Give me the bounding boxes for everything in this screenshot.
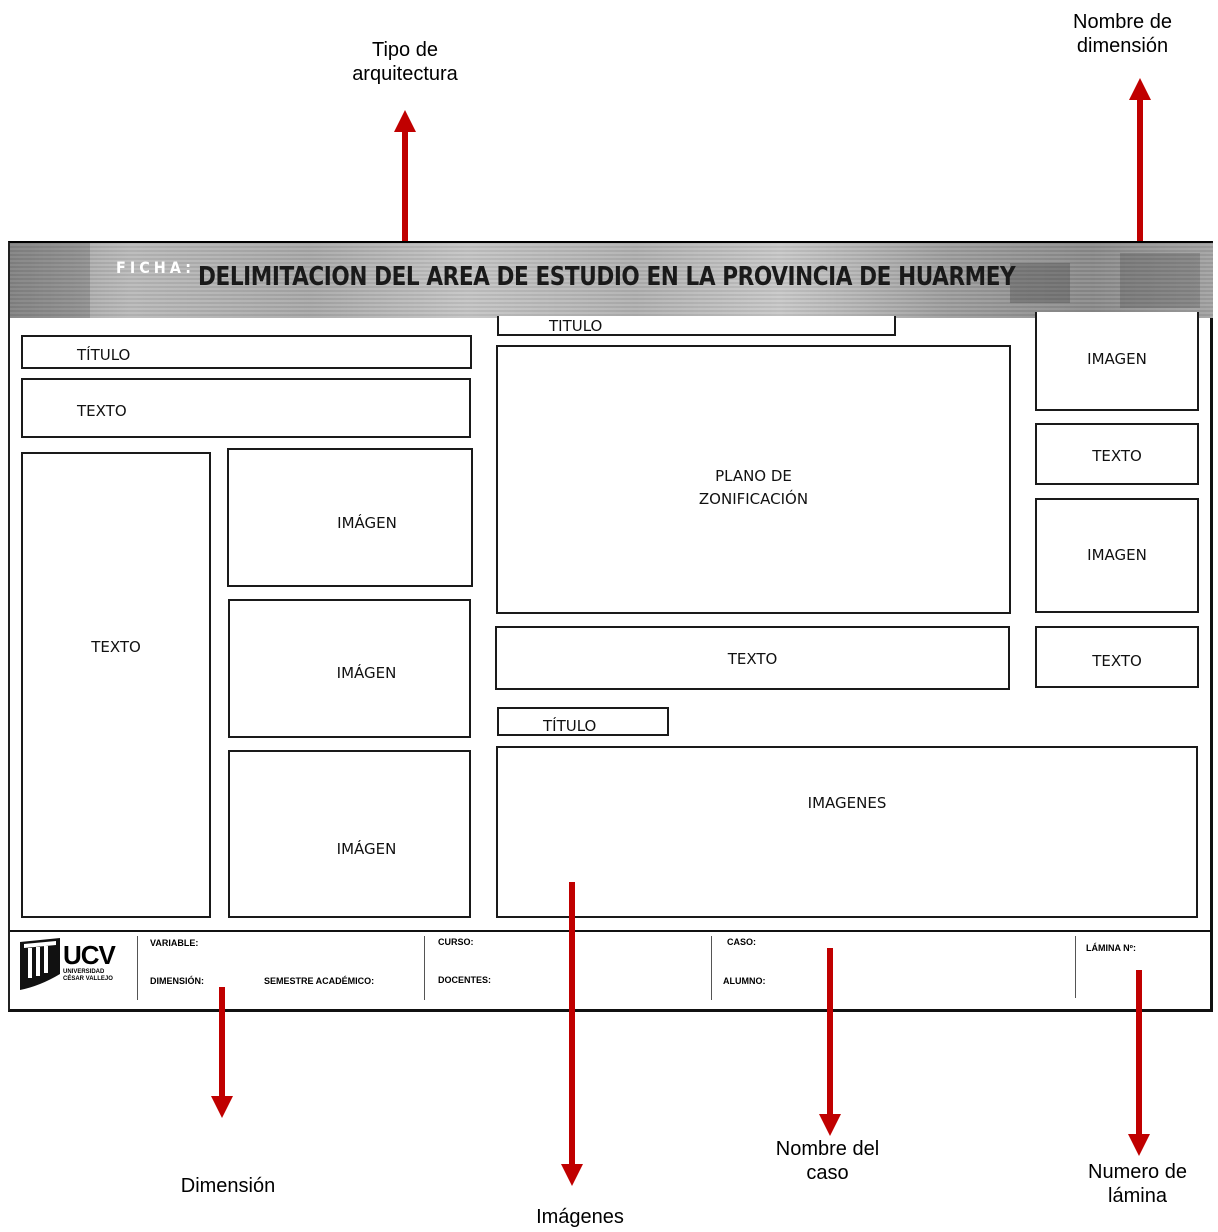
ficha-banner [10,243,1213,318]
ucv-logo-subtitle-1: UNIVERSIDAD [63,969,105,975]
arrow-head-nombre-caso [819,1114,841,1136]
footer-semestre-label: SEMESTRE ACADÉMICO: [264,976,375,986]
plan-box: PLANO DE ZONIFICACIÓN [496,345,1011,614]
banner-photo-detail [1120,253,1200,308]
image-box-1: IMÁGEN [227,448,473,587]
arrow-head-nombre-dimension [1129,78,1151,100]
footer-dimension-label: DIMENSIÓN: [150,976,204,986]
plan-label-line1: PLANO DE [715,467,792,485]
banner-title: DELIMITACION DEL AREA DE ESTUDIO EN LA P… [198,262,1016,292]
footer-divider [1075,936,1076,998]
arrow-numero-lamina [1136,970,1142,1135]
footer-divider [137,936,138,1000]
arrow-head-tipo-arquitectura [394,110,416,132]
arrow-head-numero-lamina [1128,1134,1150,1156]
right-text-box-2: TEXTO [1035,626,1199,688]
left-text-tall-box: TEXTO [21,452,211,918]
right-image-box-2: IMAGEN [1035,498,1199,613]
footer-variable-label: VARIABLE: [150,938,199,948]
annotation-nombre-caso: Nombre del caso [775,1138,880,1184]
right-image-2-label: IMAGEN [1087,546,1147,564]
plan-label-line2: ZONIFICACIÓN [698,490,809,508]
image-3-label: IMÁGEN [336,840,397,858]
left-text-top-label: TEXTO [77,402,127,420]
image-1-label: IMÁGEN [337,514,397,532]
arrow-imagenes [569,882,575,1165]
right-text-2-label: TEXTO [1092,652,1142,670]
center-title-label: TITULO [549,317,603,335]
arrow-nombre-dimension [1137,98,1143,244]
annotation-numero-lamina: Numero de lámina [1088,1161,1187,1207]
left-text-top-box: TEXTO [21,378,471,438]
footer-divider [424,936,425,1000]
arrow-tipo-arquitectura [402,130,408,242]
ucv-logo-subtitle-2: CÉSAR VALLEJO [63,976,113,982]
image-2-label: IMÁGEN [336,664,397,682]
arrow-head-imagenes [561,1164,583,1186]
annotation-tipo-arquitectura: Tipo de arquitectura [352,39,458,85]
footer-curso-label: CURSO: [438,937,474,947]
title-block-footer [10,930,1211,1009]
arrow-head-dimension [211,1096,233,1118]
center-text-label: TEXTO [727,650,778,668]
ucv-shield-logo [20,938,60,990]
banner-photo-detail [1010,263,1070,303]
annotation-imagenes: Imágenes [536,1206,624,1228]
right-image-box-1: IMAGEN [1035,312,1199,411]
footer-alumno-label: ALUMNO: [723,976,766,986]
image-box-2: IMÁGEN [228,599,471,738]
annotation-nombre-dimension: Nombre de dimensión [1073,11,1172,57]
right-text-1-label: TEXTO [1092,447,1142,465]
images-wide-label: IMAGENES [807,794,887,812]
images-wide-box: IMAGENES [496,746,1198,918]
footer-divider [711,936,712,1000]
banner-texture [10,243,1213,318]
center-title-box: TITULO [497,316,896,336]
arrow-dimension [219,987,225,1097]
left-text-tall-label: TEXTO [91,638,141,656]
right-image-1-label: IMAGEN [1087,350,1147,368]
footer-docentes-label: DOCENTES: [438,975,492,985]
left-title-box: TÍTULO [21,335,472,369]
lower-title-box: TÍTULO [497,707,669,736]
banner-photo-detail [10,243,90,318]
annotation-dimension: Dimensión [180,1175,276,1197]
ucv-logo-text: UCV [63,940,116,970]
image-box-3: IMÁGEN [228,750,471,918]
arrow-nombre-caso [827,948,833,1116]
left-title-label: TÍTULO [77,346,131,364]
right-text-box-1: TEXTO [1035,423,1199,485]
ficha-label: FICHA: [116,258,195,277]
lower-title-label: TÍTULO [543,717,597,735]
footer-caso-label: CASO: [727,937,756,947]
center-text-box: TEXTO [495,626,1010,690]
footer-lamina-label: LÁMINA Nº: [1086,943,1136,953]
